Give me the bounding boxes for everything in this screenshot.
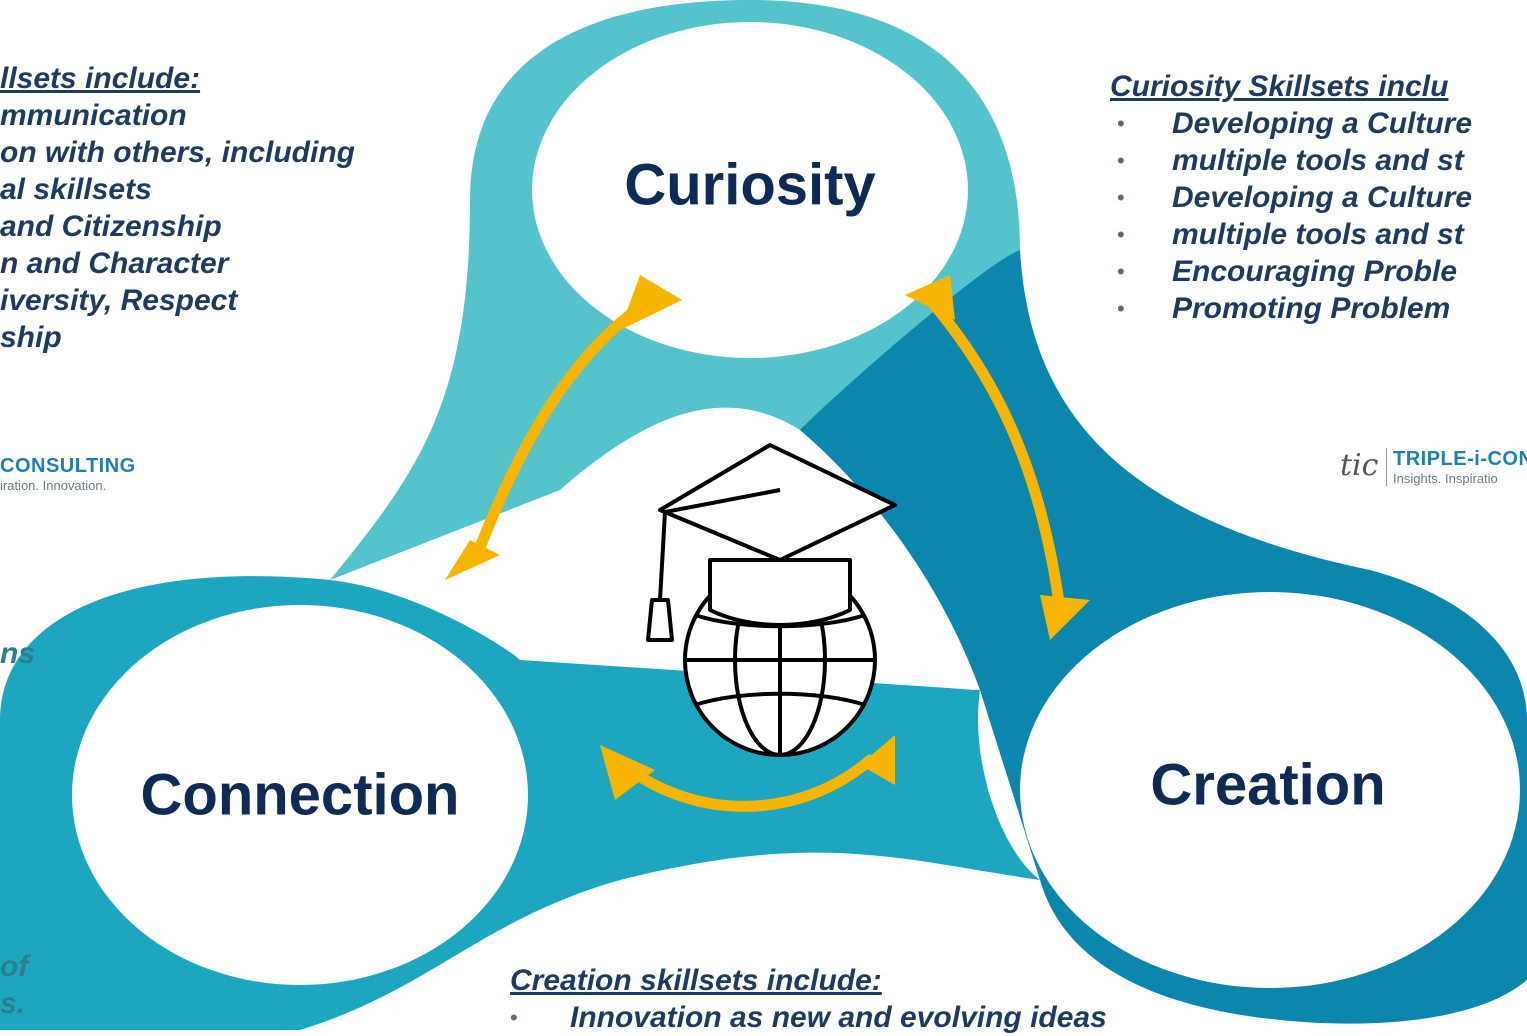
right-bullet-1-cont: multiple tools and st: [1117, 142, 1472, 179]
graduation-cap-globe-icon: [646, 443, 897, 757]
left-fragment-1: ns: [0, 637, 36, 670]
left-line-7: ship: [0, 321, 62, 354]
left-line-5: n and Character: [0, 247, 229, 280]
logo-right-brand: TRIPLE-i-CON: [1393, 448, 1527, 470]
bottom-first-bullet: • Innovation as new and evolving ideas: [510, 1001, 1107, 1034]
left-line-6: iversity, Respect: [0, 284, 238, 317]
left-line-3: al skillsets: [0, 173, 152, 206]
left-line-1: mmunication: [0, 99, 187, 132]
creation-ring: [800, 250, 1527, 1024]
left-line-2: on with others, including: [0, 136, 355, 169]
left-fragment-2: of: [0, 950, 29, 983]
right-bullet-4: Promoting Problem: [1117, 290, 1472, 327]
left-heading: llsets include:: [0, 62, 201, 95]
logo-right-mark: tic: [1340, 448, 1379, 483]
creation-label: Creation: [1150, 752, 1386, 818]
bottom-first-bullet-text: Innovation as new and evolving ideas: [570, 1001, 1107, 1034]
right-bullet-1: Developing a Culture: [1117, 105, 1472, 142]
left-text-block: llsets include: mmunication on with othe…: [0, 60, 355, 356]
connection-label: Connection: [140, 762, 460, 828]
right-bullet-2: Developing a Culture: [1117, 179, 1472, 216]
right-bullets: Developing a Culture multiple tools and …: [1110, 105, 1472, 327]
left-fragment-3: s.: [0, 987, 26, 1020]
bottom-text-block: Creation skillsets include: • Innovation…: [510, 962, 1107, 1036]
right-heading: Curiosity Skillsets inclu: [1110, 70, 1449, 103]
double-arrow-icon: [469, 294, 1066, 812]
curiosity-ring: [330, 0, 1020, 580]
curiosity-label: Curiosity: [624, 152, 876, 218]
bottom-heading: Creation skillsets include:: [510, 964, 882, 997]
left-bullets: mmunication on with others, including al…: [0, 97, 355, 356]
right-bullet-2-cont: multiple tools and st: [1117, 216, 1472, 253]
arrow-heads: [445, 275, 1090, 800]
logo-left: CONSULTING iration. Innovation.: [0, 455, 136, 493]
right-bullet-3: Encouraging Proble: [1117, 253, 1472, 290]
right-text-block: Curiosity Skillsets inclu Developing a C…: [1110, 68, 1472, 327]
logo-left-brand: CONSULTING: [0, 455, 136, 477]
left-line-4: and Citizenship: [0, 210, 222, 243]
logo-left-tagline: iration. Innovation.: [0, 478, 107, 493]
logo-right-tagline: Insights. Inspiratio: [1393, 471, 1498, 486]
